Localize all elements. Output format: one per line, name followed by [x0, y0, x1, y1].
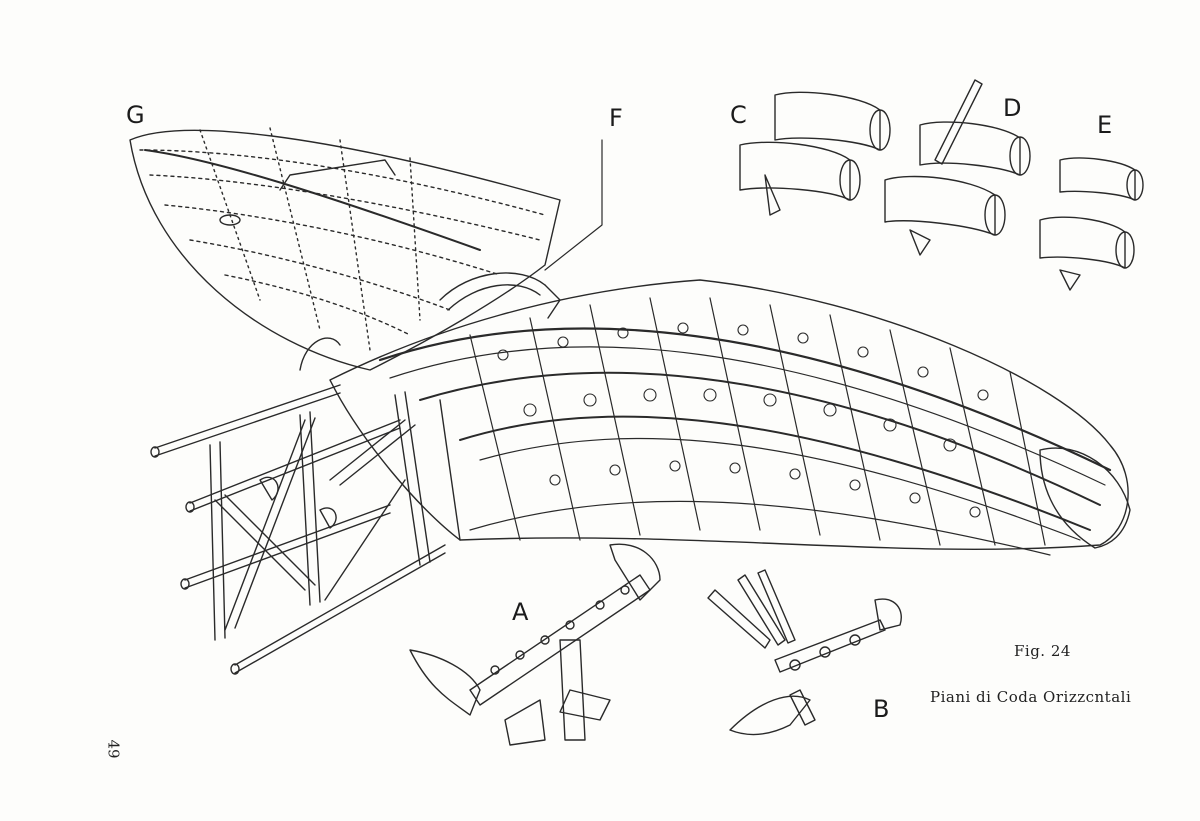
label-d: D: [1003, 94, 1022, 122]
lightening-holes: [497, 322, 989, 518]
ribs: [469, 297, 1046, 546]
label-a: A: [512, 598, 529, 626]
detail-d: [884, 79, 1031, 256]
figure-number: Fig. 24: [1014, 642, 1071, 660]
label-g: G: [126, 101, 145, 129]
label-f: F: [609, 104, 623, 132]
detail-e: [1039, 157, 1144, 291]
covered-tailplane-half: [129, 127, 561, 371]
label-b: B: [873, 695, 890, 723]
page-number: 49: [104, 739, 123, 759]
skeletal-tailplane-half: [329, 279, 1131, 556]
detail-b: [707, 569, 902, 736]
label-e: E: [1097, 111, 1113, 139]
detail-c: [739, 91, 891, 216]
fuselage-truss: [150, 337, 461, 675]
leader-f: [544, 139, 603, 271]
root-fitting: [439, 272, 561, 319]
detail-a: [409, 543, 661, 746]
figure-title: Piani di Coda Orizzcntali: [930, 688, 1132, 706]
label-c: C: [730, 101, 747, 129]
